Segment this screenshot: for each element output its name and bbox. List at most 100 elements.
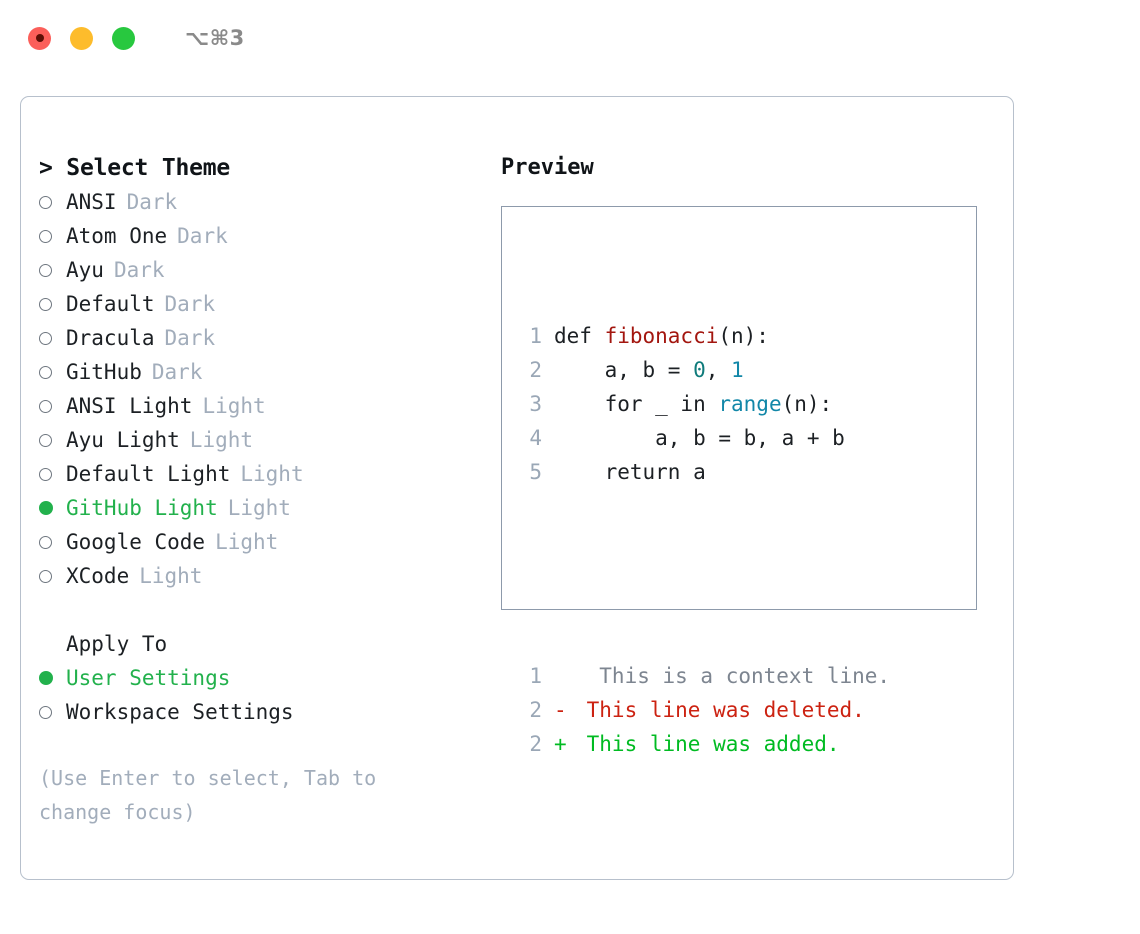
apply-to-option-user-settings[interactable]: User Settings xyxy=(39,661,479,695)
radio-unselected-icon xyxy=(39,569,52,583)
code-line-text: return a xyxy=(554,455,706,489)
radio-selected-icon xyxy=(39,501,53,515)
apply-to-heading: Apply To xyxy=(66,632,168,656)
theme-option-label: Atom One xyxy=(66,224,168,248)
theme-option-github[interactable]: GitHub Dark xyxy=(39,355,479,389)
theme-option-label: Ayu xyxy=(66,258,104,282)
close-button[interactable] xyxy=(28,26,51,50)
radio-unselected-icon xyxy=(39,399,52,413)
line-number: 1 xyxy=(529,324,542,348)
code-token: (n): xyxy=(781,392,833,416)
radio-unselected-icon xyxy=(39,705,52,719)
code-line: 3 for _ in range(n): xyxy=(518,387,976,421)
window-controls xyxy=(28,26,135,50)
theme-option-variant: Dark xyxy=(177,224,228,248)
theme-option-label: Ayu Light xyxy=(66,428,180,452)
apply-to-option-label: Workspace Settings xyxy=(66,700,294,724)
line-number: 1 xyxy=(529,664,542,688)
theme-option-label: Google Code xyxy=(66,530,206,554)
radio-unselected-icon xyxy=(39,263,52,277)
radio-marker xyxy=(39,355,66,389)
radio-marker xyxy=(39,219,66,253)
diff-marker: - xyxy=(554,698,567,722)
line-number: 2 xyxy=(529,732,542,756)
line-number: 3 xyxy=(529,392,542,416)
line-number: 2 xyxy=(529,698,542,722)
theme-option-ayu[interactable]: Ayu Dark xyxy=(39,253,479,287)
code-line-text: def fibonacci(n): xyxy=(554,319,769,353)
radio-selected-icon xyxy=(39,671,53,685)
theme-option-variant: Light xyxy=(215,530,279,554)
radio-marker-selected xyxy=(39,661,66,695)
radio-marker xyxy=(39,457,66,491)
radio-marker xyxy=(39,389,66,423)
theme-option-variant: Light xyxy=(240,462,304,486)
radio-marker xyxy=(39,695,66,729)
minimize-button[interactable] xyxy=(70,26,93,50)
theme-option-variant: Dark xyxy=(164,326,216,350)
code-line: 5 return a xyxy=(518,455,976,489)
keyboard-shortcut-label: ⌥⌘3 xyxy=(185,26,245,50)
diff-line: 1 This is a context line. xyxy=(518,659,976,693)
theme-option-google-code[interactable]: Google Code Light xyxy=(39,525,479,559)
theme-option-variant: Dark xyxy=(113,258,165,282)
code-blank-line xyxy=(518,557,976,591)
code-token: 1 xyxy=(731,358,744,382)
line-number: 4 xyxy=(529,426,542,450)
radio-unselected-icon xyxy=(39,535,52,549)
title-bar: ⌥⌘3 xyxy=(0,0,1140,76)
theme-option-label: ANSI Light xyxy=(66,394,193,418)
code-line-text: a, b = b, a + b xyxy=(554,421,845,455)
close-dot-icon xyxy=(35,34,44,42)
radio-marker xyxy=(39,525,66,559)
radio-marker xyxy=(39,559,66,593)
radio-marker xyxy=(39,423,66,457)
diff-line-text: This line was added. xyxy=(574,732,840,756)
theme-option-variant: Dark xyxy=(151,360,203,384)
code-token: return a xyxy=(554,460,706,484)
radio-marker xyxy=(39,287,66,321)
keyboard-hint: (Use Enter to select, Tab to change focu… xyxy=(39,766,389,824)
theme-option-variant: Light xyxy=(139,564,203,588)
preview-title: Preview xyxy=(501,155,594,180)
theme-option-ansi[interactable]: ANSI Dark xyxy=(39,185,479,219)
code-token: for _ in xyxy=(554,392,719,416)
diff-line-text: This is a context line. xyxy=(574,664,891,688)
radio-unselected-icon xyxy=(39,467,52,481)
code-line-text: for _ in range(n): xyxy=(554,387,833,421)
diff-line: 2 + This line was added. xyxy=(518,727,976,761)
code-token: a, b = b, a + b xyxy=(554,426,845,450)
code-token: fibonacci xyxy=(604,324,719,348)
radio-marker-selected xyxy=(39,491,66,525)
apply-to-option-workspace-settings[interactable]: Workspace Settings xyxy=(39,695,479,729)
diff-marker: + xyxy=(554,732,567,756)
select-theme-heading: > Select Theme xyxy=(39,155,231,181)
theme-option-label: GitHub xyxy=(66,360,142,384)
diff-marker xyxy=(554,659,574,693)
theme-option-atom-one[interactable]: Atom One Dark xyxy=(39,219,479,253)
theme-option-label: ANSI xyxy=(66,190,117,214)
maximize-button[interactable] xyxy=(112,26,135,50)
theme-option-variant: Dark xyxy=(126,190,178,214)
code-line: 4 a, b = b, a + b xyxy=(518,421,976,455)
theme-option-variant: Light xyxy=(227,496,291,520)
diff-line-text: This line was deleted. xyxy=(574,698,865,722)
radio-unselected-icon xyxy=(39,433,52,447)
theme-option-label: XCode xyxy=(66,564,130,588)
code-token: a, b = xyxy=(554,358,694,382)
radio-marker xyxy=(39,253,66,287)
radio-marker xyxy=(39,321,66,355)
code-line: 1 def fibonacci(n): xyxy=(518,319,976,353)
theme-option-xcode[interactable]: XCode Light xyxy=(39,559,479,593)
